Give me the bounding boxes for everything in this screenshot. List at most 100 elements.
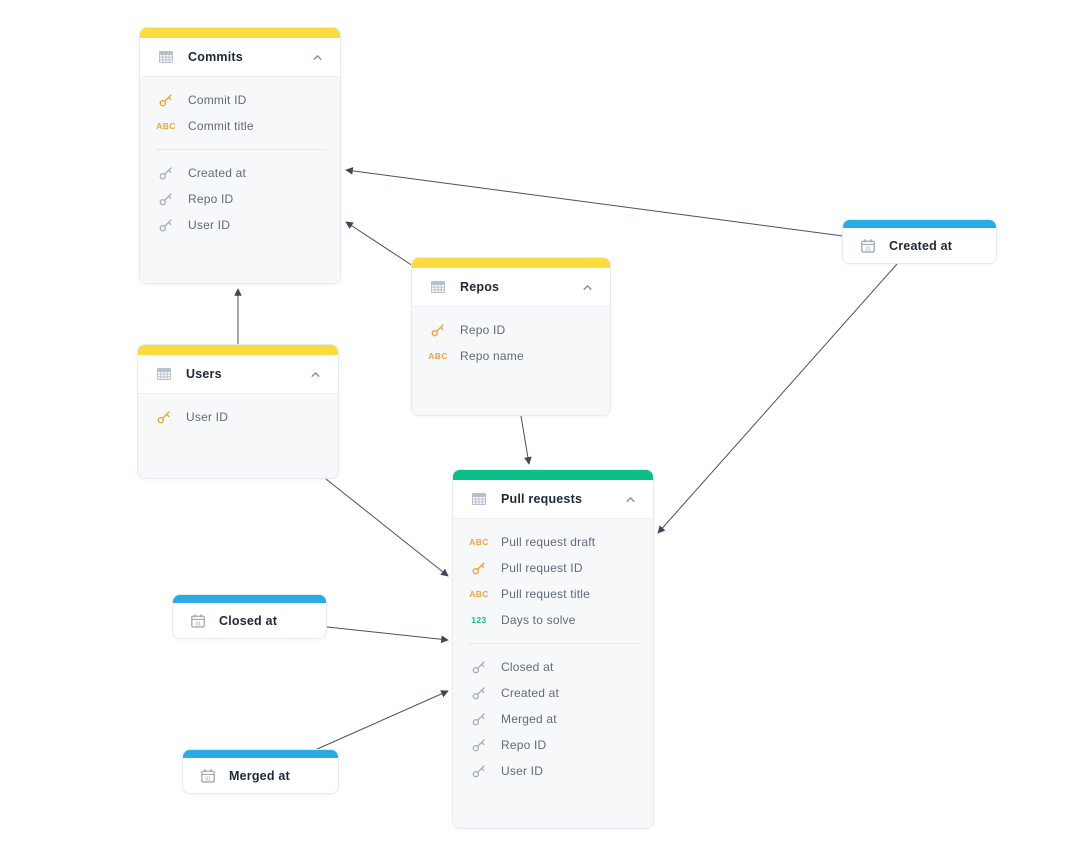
chevron-up-icon: [307, 366, 323, 382]
date-field-label: Created at: [889, 238, 953, 253]
date-field-row[interactable]: 31 Merged at: [183, 758, 338, 793]
field-row[interactable]: ABC Pull request title: [453, 581, 653, 607]
relationship-arrow-created-at-to-pull-requests[interactable]: [657, 263, 898, 534]
svg-text:31: 31: [865, 246, 871, 252]
table-title: Repos: [460, 280, 500, 294]
date-field-row[interactable]: 31 Created at: [843, 228, 996, 263]
field-label: Repo ID: [188, 192, 234, 206]
relationship-arrow-closed-at-to-pull-requests[interactable]: [326, 626, 449, 644]
field-row[interactable]: Repo ID: [140, 186, 340, 212]
field-row[interactable]: Commit ID: [140, 87, 340, 113]
field-row[interactable]: 123 Days to solve: [453, 607, 653, 633]
key-icon: [471, 560, 487, 576]
relationship-arrow-repos-to-commits[interactable]: [345, 221, 414, 267]
field-label: User ID: [186, 410, 229, 424]
table-card-header[interactable]: Pull requests: [453, 480, 653, 519]
table-card-header[interactable]: Repos: [412, 268, 610, 307]
table-card-repos[interactable]: Repos Repo ID ABC Repo name: [412, 258, 610, 415]
chevron-up-icon: [579, 279, 595, 295]
field-row[interactable]: User ID: [140, 212, 340, 238]
field-row[interactable]: Created at: [140, 160, 340, 186]
field-list: User ID: [138, 394, 338, 478]
field-row[interactable]: User ID: [138, 404, 338, 430]
svg-text:31: 31: [195, 621, 201, 627]
text-type-icon: ABC: [469, 537, 489, 547]
key-icon: [471, 711, 487, 727]
table-card-header[interactable]: Commits: [140, 38, 340, 77]
field-label: Days to solve: [501, 613, 576, 627]
field-row[interactable]: ABC Commit title: [140, 113, 340, 139]
field-row[interactable]: Created at: [453, 680, 653, 706]
field-list: ABC Pull request draft Pull request ID A…: [453, 519, 653, 828]
table-accent-bar: [140, 28, 340, 38]
field-label: Created at: [501, 686, 560, 700]
date-field-card-merged-at[interactable]: 31 Merged at: [183, 750, 338, 793]
table-accent-bar: [412, 258, 610, 268]
date-field-label: Merged at: [229, 768, 290, 783]
chevron-up-icon: [622, 491, 638, 507]
table-accent-bar: [453, 470, 653, 480]
field-row[interactable]: ABC Repo name: [412, 343, 610, 369]
date-accent-bar: [183, 750, 338, 758]
key-icon: [471, 737, 487, 753]
date-accent-bar: [173, 595, 326, 603]
table-title: Pull requests: [501, 492, 583, 506]
date-field-card-created-at[interactable]: 31 Created at: [843, 220, 996, 263]
calendar-icon: 31: [200, 768, 216, 784]
field-group-divider: [469, 643, 639, 644]
date-field-row[interactable]: 31 Closed at: [173, 603, 326, 638]
text-type-icon: ABC: [469, 589, 489, 599]
collapse-button[interactable]: [578, 278, 596, 296]
date-accent-bar: [843, 220, 996, 228]
date-field-label: Closed at: [219, 613, 278, 628]
table-card-header[interactable]: Users: [138, 355, 338, 394]
field-row[interactable]: Repo ID: [412, 317, 610, 343]
key-icon: [471, 659, 487, 675]
table-accent-bar: [138, 345, 338, 355]
field-label: Pull request title: [501, 587, 590, 601]
field-label: Pull request draft: [501, 535, 596, 549]
key-icon: [471, 763, 487, 779]
key-icon: [158, 165, 174, 181]
field-label: User ID: [188, 218, 231, 232]
field-row[interactable]: Closed at: [453, 654, 653, 680]
field-label: Commit title: [188, 119, 254, 133]
table-grid-icon: [158, 49, 174, 65]
collapse-button[interactable]: [306, 365, 324, 383]
table-card-users[interactable]: Users User ID: [138, 345, 338, 478]
relationship-arrow-created-at-to-commits[interactable]: [345, 167, 844, 237]
relationship-arrow-merged-at-to-pull-requests[interactable]: [314, 690, 449, 751]
field-list: Commit ID ABC Commit title Created at Re…: [140, 77, 340, 283]
field-label: Created at: [188, 166, 247, 180]
field-group-divider: [156, 149, 326, 150]
key-icon: [158, 217, 174, 233]
field-row[interactable]: ABC Pull request draft: [453, 529, 653, 555]
field-row[interactable]: Pull request ID: [453, 555, 653, 581]
key-icon: [471, 685, 487, 701]
key-icon: [158, 191, 174, 207]
field-label: Repo ID: [460, 323, 506, 337]
field-row[interactable]: User ID: [453, 758, 653, 784]
field-label: User ID: [501, 764, 544, 778]
collapse-button[interactable]: [621, 490, 639, 508]
table-grid-icon: [156, 366, 172, 382]
field-label: Commit ID: [188, 93, 247, 107]
relationship-arrow-repos-to-pull-requests[interactable]: [520, 415, 532, 465]
table-grid-icon: [471, 491, 487, 507]
relationship-arrow-users-to-pull-requests[interactable]: [325, 478, 449, 577]
key-icon: [158, 92, 174, 108]
table-card-commits[interactable]: Commits Commit ID ABC Commit title Creat…: [140, 28, 340, 283]
field-label: Merged at: [501, 712, 557, 726]
field-list: Repo ID ABC Repo name: [412, 307, 610, 415]
field-label: Pull request ID: [501, 561, 583, 575]
field-row[interactable]: Merged at: [453, 706, 653, 732]
field-row[interactable]: Repo ID: [453, 732, 653, 758]
text-type-icon: ABC: [156, 121, 176, 131]
collapse-button[interactable]: [308, 48, 326, 66]
table-title: Users: [186, 367, 222, 381]
date-field-card-closed-at[interactable]: 31 Closed at: [173, 595, 326, 638]
table-title: Commits: [188, 50, 243, 64]
table-card-pull-requests[interactable]: Pull requests ABC Pull request draft Pul…: [453, 470, 653, 828]
key-icon: [430, 322, 446, 338]
